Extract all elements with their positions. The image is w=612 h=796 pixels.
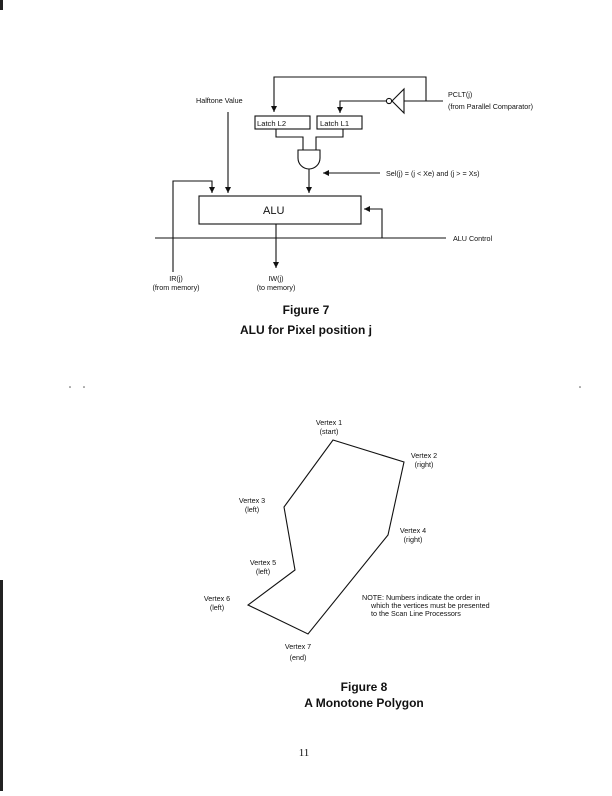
pclt-to-latch-l1-wire: [337, 100, 386, 113]
vertex-3-name: Vertex 3: [239, 496, 265, 505]
figure-8-number: Figure 8: [341, 680, 388, 694]
latch-l1-label: Latch L1: [320, 119, 349, 128]
scan-edge-mark: [0, 580, 3, 791]
vertex-5-note: (left): [256, 567, 270, 576]
vertex-5-name: Vertex 5: [250, 558, 276, 567]
figure-7-alu-diagram: Halftone Value PCLT(j) (from Parallel Co…: [152, 76, 533, 337]
halftone-label: Halftone Value: [196, 96, 243, 105]
stray-marks: [69, 386, 581, 388]
figure-7-number: Figure 7: [283, 303, 330, 317]
sel-label: Sel(j) = (j < Xe) and (j > = Xs): [386, 169, 479, 178]
vertex-7-name: Vertex 7: [285, 642, 311, 651]
figure-8-polygon-diagram: Vertex 1 (start) Vertex 2 (right) Vertex…: [204, 418, 490, 710]
iw-destination-label: (to memory): [257, 283, 296, 292]
figure-7-title: ALU for Pixel position j: [240, 323, 372, 337]
and-gate-icon: [297, 149, 321, 170]
vertex-3-note: (left): [245, 505, 259, 514]
vertex-4-note: (right): [404, 535, 423, 544]
alu-control-label: ALU Control: [453, 234, 493, 243]
monotone-polygon: [246, 439, 405, 635]
vertex-2-note: (right): [415, 460, 434, 469]
ir-label: IR(j): [169, 274, 183, 283]
vertex-4-name: Vertex 4: [400, 526, 426, 535]
pclt-to-latch-l2-wire: [271, 76, 427, 112]
pclt-source-label: (from Parallel Comparator): [448, 102, 533, 111]
latch-l2-output-wire: [275, 129, 304, 150]
latch-l1-output-wire: [315, 129, 344, 150]
latch-l2-box: [254, 115, 311, 130]
ir-source-label: (from memory): [152, 283, 199, 292]
pclt-buffer-icon: [391, 87, 405, 115]
alu-label: ALU: [263, 205, 284, 217]
vertex-1-name: Vertex 1: [316, 418, 342, 427]
polygon-note-line-1: NOTE: Numbers indicate the order in: [362, 593, 480, 602]
vertex-6-note: (left): [210, 603, 224, 612]
alu-box: [198, 195, 362, 225]
latch-l2-label: Latch L2: [257, 119, 286, 128]
figure-8-title: A Monotone Polygon: [304, 696, 424, 710]
vertex-1-note: (start): [320, 427, 339, 436]
buffer-inverter-bubble-icon: [385, 97, 393, 105]
pclt-label: PCLT(j): [448, 90, 472, 99]
alu-control-arrow: [364, 206, 383, 238]
vertex-7-note: (end): [290, 653, 307, 662]
polygon-note-line-3: to the Scan Line Processors: [371, 609, 461, 618]
polygon-note-line-2: which the vertices must be presented: [370, 601, 490, 610]
ir-input-wire: [172, 180, 215, 272]
vertex-2-name: Vertex 2: [411, 451, 437, 460]
vertex-6-name: Vertex 6: [204, 594, 230, 603]
scan-edge-mark: [0, 0, 3, 10]
latch-l1-box: [316, 115, 363, 130]
iw-label: IW(j): [268, 274, 283, 283]
page-number: 11: [299, 747, 310, 759]
